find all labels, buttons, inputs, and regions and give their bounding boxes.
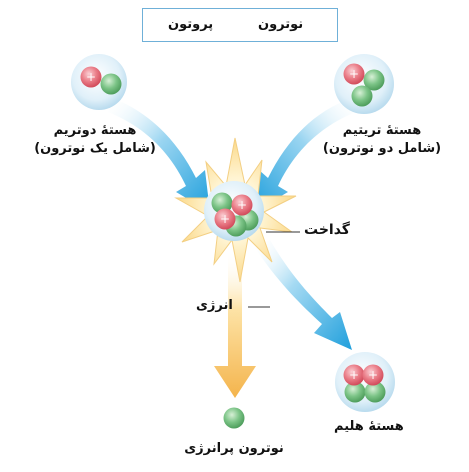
proton-plus-symbol: + xyxy=(237,198,247,212)
neutron xyxy=(344,381,366,403)
neutron xyxy=(351,85,373,107)
legend-neutron-label: نوترون xyxy=(258,17,304,32)
proton-plus-symbol: + xyxy=(86,70,96,84)
fusion-label: گداخت xyxy=(304,222,350,238)
tritium-label-line1: هستهٔ تریتیم xyxy=(342,123,422,138)
legend-proton-label: پروتون xyxy=(168,17,214,32)
tritium-label: هستهٔ تریتیم (شامل دو نوترون) xyxy=(300,122,464,157)
deuterium-label: هستهٔ دوتریم (شامل یک نوترون) xyxy=(10,122,180,157)
helium-label: هستهٔ هلیم xyxy=(334,419,404,434)
proton-plus-symbol: + xyxy=(349,67,359,81)
energetic-neutron xyxy=(223,407,245,429)
neutron xyxy=(211,192,233,214)
energetic-neutron-label: نوترون پرانرژی xyxy=(184,441,284,456)
legend-box xyxy=(142,8,338,42)
deuterium-label-line1: هستهٔ دوتریم xyxy=(53,123,137,138)
proton-plus-symbol: + xyxy=(349,368,359,382)
fusing-nucleus: + + xyxy=(204,181,264,241)
tritium-label-line2: (شامل دو نوترون) xyxy=(322,140,442,156)
energy-label: انرژی xyxy=(196,298,233,313)
proton xyxy=(343,63,365,85)
proton-plus-symbol: + xyxy=(368,368,378,382)
tritium-nucleus: + xyxy=(334,54,394,114)
proton-plus-symbol: + xyxy=(220,212,230,226)
deuterium-nucleus: + xyxy=(71,54,127,110)
proton xyxy=(231,194,253,216)
helium-arrow xyxy=(255,240,352,350)
helium-nucleus: + + xyxy=(335,352,395,412)
energy-arrow xyxy=(214,250,256,398)
neutron xyxy=(100,73,122,95)
deuterium-label-line2: (شامل یک نوترون) xyxy=(34,140,156,156)
proton xyxy=(343,364,365,386)
neutron xyxy=(363,69,385,91)
proton xyxy=(362,364,384,386)
proton xyxy=(214,208,236,230)
neutron xyxy=(364,381,386,403)
proton xyxy=(80,66,102,88)
